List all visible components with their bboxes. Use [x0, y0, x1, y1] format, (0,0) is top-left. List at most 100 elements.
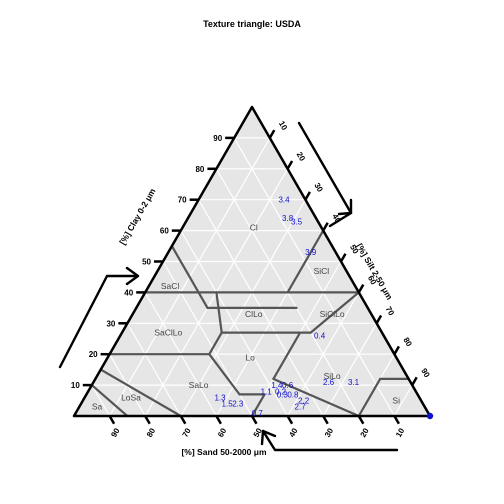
- sand-tick-30: [322, 415, 329, 425]
- silt-tick-80: [393, 345, 400, 355]
- data-point-label: 1.5: [222, 400, 234, 409]
- data-point-label: 1.3: [214, 394, 226, 403]
- clay-tick-label: 60: [160, 227, 169, 236]
- class-boundary-12: [272, 331, 302, 380]
- grid-line-silt-60: [287, 292, 360, 417]
- data-point-label: 2.3: [232, 400, 244, 409]
- data-point-marker: [426, 412, 434, 420]
- data-point-label: 3.9: [305, 248, 317, 257]
- clay-tick-label: 40: [124, 288, 133, 297]
- class-label-SaLo: SaLo: [189, 380, 209, 390]
- data-point-label: 3.8: [282, 214, 294, 223]
- sand-axis-label: [%] Sand 50-2000 μm: [181, 447, 266, 457]
- sand-tick-50: [250, 415, 258, 425]
- data-point-label: 1.4: [271, 381, 283, 390]
- sand-tick-80: [144, 415, 151, 425]
- sand-tick-60: [215, 415, 222, 425]
- class-label-SiCl: SiCl: [314, 266, 330, 276]
- clay-axis-label: [%] Clay 0-2 μm: [117, 186, 158, 246]
- class-label-Lo: Lo: [245, 352, 255, 362]
- class-boundary-16: [99, 368, 182, 418]
- grid-line-sand-10: [233, 137, 395, 417]
- chart-title: Texture triangle: USDA: [203, 19, 301, 29]
- data-point-label: 1.1: [261, 387, 273, 396]
- silt-tick-90: [411, 376, 418, 386]
- silt-tick-label: 10: [277, 120, 290, 133]
- silt-tick-label: 30: [312, 181, 325, 194]
- class-boundary-13: [272, 377, 360, 418]
- sand-axis-arrow: [261, 429, 399, 452]
- class-label-SaClLo: SaClLo: [154, 328, 182, 338]
- clay-tick-label: 30: [106, 319, 115, 328]
- class-boundary-15: [357, 377, 382, 418]
- sand-tick-40: [286, 415, 294, 425]
- sand-tick-label: 80: [145, 426, 158, 439]
- silt-tick-70: [375, 314, 383, 324]
- class-label-Si: Si: [392, 396, 400, 406]
- class-boundary-8: [309, 291, 360, 334]
- data-point-label: 0.7: [252, 409, 264, 418]
- class-boundary-4: [215, 291, 223, 334]
- class-boundary-0: [170, 245, 209, 309]
- data-point-label: 2.6: [323, 378, 335, 387]
- class-label-SaCl: SaCl: [161, 281, 180, 291]
- class-boundaries: [90, 229, 410, 418]
- data-point-label: 0.6: [282, 381, 294, 390]
- silt-axis-label: [%] Silt 2-50 μm: [354, 242, 395, 302]
- sand-tick-label: 90: [109, 426, 122, 439]
- class-label-SiLo: SiLo: [324, 371, 341, 381]
- class-label-Sa: Sa: [92, 402, 103, 412]
- silt-tick-60: [357, 283, 365, 294]
- clay-tick-label: 70: [178, 196, 187, 205]
- class-boundary-7: [208, 331, 223, 356]
- sand-tick-label: 40: [287, 426, 300, 439]
- data-point-label: 3.5: [291, 217, 303, 226]
- clay-tick-label: 10: [71, 381, 80, 390]
- class-boundary-17: [90, 384, 129, 418]
- data-point-label: 0.3: [277, 390, 289, 399]
- class-boundary-2: [286, 229, 325, 294]
- data-point-label: 0.4: [314, 332, 326, 341]
- class-label-SiClLo: SiClLo: [320, 309, 345, 319]
- sand-tick-label: 70: [181, 426, 194, 439]
- data-point-label: 0.8: [287, 390, 299, 399]
- data-point-label: 3.4: [278, 196, 290, 205]
- silt-axis-arrowhead: [337, 198, 353, 216]
- clay-axis-arrowhead: [125, 266, 140, 286]
- clay-axis-arrow: [58, 274, 139, 369]
- axis-arrows: [58, 121, 399, 452]
- class-labels: ClSiClSaClSiClLoClLoSaClLoLoSiLoSaLoSiLo…: [92, 223, 400, 412]
- data-point-label: 2.2: [298, 397, 310, 406]
- clay-tick-label: 80: [195, 165, 204, 174]
- silt-tick-label: 90: [419, 367, 432, 380]
- sand-tick-label: 10: [394, 426, 407, 439]
- silt-tick-40: [322, 222, 329, 232]
- sand-axis-arrowhead: [260, 429, 277, 446]
- silt-tick-label: 70: [384, 305, 397, 318]
- sand-tick-20: [357, 415, 365, 425]
- silt-tick-20: [286, 160, 294, 170]
- class-boundary-9: [208, 353, 241, 396]
- silt-tick-label: 20: [295, 150, 308, 163]
- grid-line-sand-90: [91, 384, 111, 417]
- grid-line-silt-90: [393, 384, 413, 417]
- silt-tick-50: [339, 253, 347, 263]
- sand-tick-10: [393, 415, 400, 425]
- clay-tick-label: 90: [213, 134, 222, 143]
- clay-tick-label: 50: [142, 258, 151, 267]
- class-label-LoSa: LoSa: [121, 393, 141, 403]
- data-point-label: 2.7: [295, 403, 307, 412]
- data-point-label: 0.2: [275, 387, 287, 396]
- silt-tick-30: [304, 191, 311, 201]
- grid-line-sand-70: [126, 323, 182, 417]
- class-label-Cl: Cl: [250, 223, 258, 233]
- sand-tick-label: 60: [216, 426, 229, 439]
- class-boundary-11: [250, 393, 266, 418]
- silt-tick-label: 80: [401, 336, 414, 349]
- clay-tick-label: 20: [89, 350, 98, 359]
- silt-tick-10: [268, 129, 276, 139]
- sand-tick-90: [108, 415, 116, 425]
- sand-tick-label: 30: [323, 426, 336, 439]
